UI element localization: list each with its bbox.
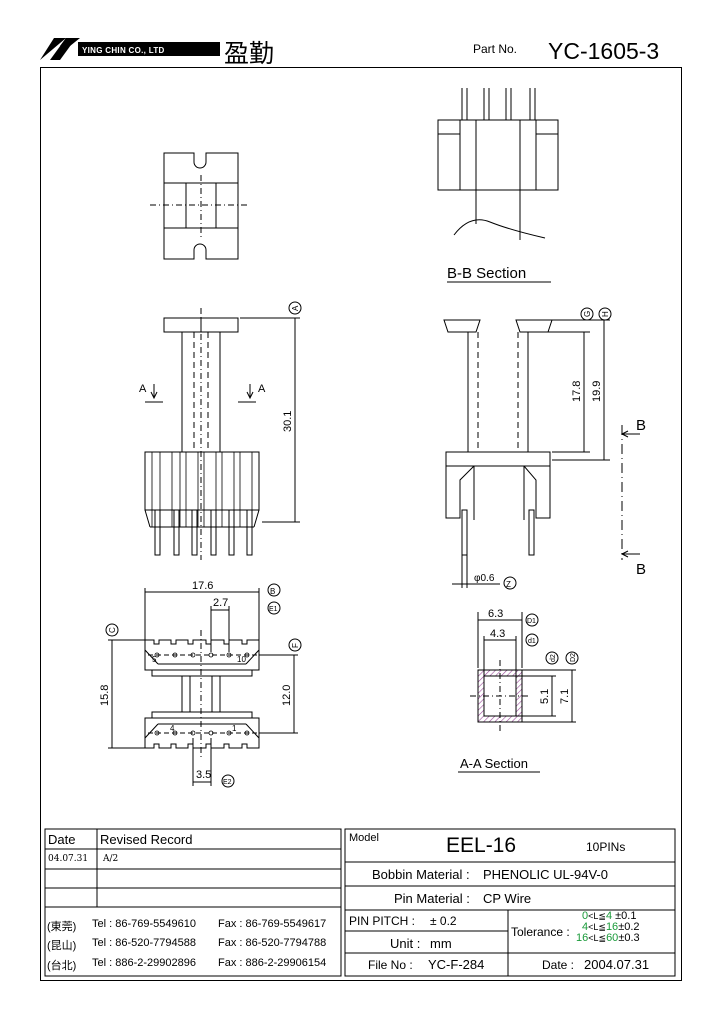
dim-3-5: 3.5 [196,769,211,781]
contact-fax-dg: Fax : 86-769-5549617 [218,918,327,930]
balloon-D1: D1 [527,618,536,625]
dim-7-1: 7.1 [559,689,571,704]
pitch-value: ± 0.2 [430,914,457,928]
dim-17-6: 17.6 [192,580,213,592]
dim-12-0: 12.0 [281,685,293,706]
contact-fax-tp: Fax : 886-2-29906154 [218,957,327,969]
front-view [144,308,260,560]
bobbin-label: Bobbin Material : [372,867,470,882]
balloon-z: Z [506,580,511,589]
pin-material-value: CP Wire [483,891,532,906]
company-name-cn: 盈勤 [224,39,275,68]
contact-tel-ks: Tel : 86-520-7794588 [92,937,196,949]
title-block-grid [44,828,676,977]
rev-row-date: 04.07.31 [48,854,89,864]
dim-5-1: 5.1 [539,689,551,704]
dim-19-9: 19.9 [591,381,603,402]
balloon-D2: D2 [570,653,577,662]
bb-section-view [437,88,559,240]
contact-city-ks: (昆山) [47,940,77,952]
dim-15-8: 15.8 [99,685,111,706]
drawing-frame [40,67,682,981]
dim-pin-dia: φ0.6 [474,573,495,584]
balloon-d1: d1 [528,638,536,645]
balloon-e1: E1 [269,606,278,613]
pitch-label: PIN PITCH : [349,914,416,928]
pin-material-label: Pin Material : [394,891,470,906]
dim-30-1: 30.1 [282,411,294,432]
pin-5: 5 [152,655,157,664]
balloon-f: F [291,643,300,648]
unit-value: mm [430,936,452,951]
balloon-a: A [291,305,300,311]
aa-section-title: A-A Section [460,756,528,771]
balloon-h: H [601,311,610,317]
dim-2-7: 2.7 [213,597,228,609]
bobbin-value: PHENOLIC UL-94V-0 [483,867,608,882]
bb-section-title: B-B Section [447,265,526,282]
balloon-d2: d2 [550,654,557,662]
cut-a-right: A [258,383,266,395]
pin-count: 10PINs [586,840,626,854]
bottom-view [144,630,260,760]
aa-section-view [470,660,530,732]
balloon-e2: E2 [223,779,232,786]
unit-label: Unit : [390,936,421,951]
contact-city-dg: (東莞) [47,921,77,933]
balloon-c: C [108,627,117,633]
company-logo-icon [40,38,220,60]
top-view [150,152,250,260]
dim-4-3: 4.3 [490,628,505,640]
cut-a-left: A [139,383,147,395]
pin-1: 1 [232,724,237,733]
rev-row-record: A/2 [103,854,119,864]
model-label: Model [349,832,379,844]
company-name-en: YING CHIN CO., LTD [82,46,165,55]
tol-row-1: 0<L≦4 ±0.1 [582,910,637,922]
contact-tel-tp: Tel : 886-2-29902896 [92,957,196,969]
rev-col-date: Date [48,832,76,847]
date-label: Date : [542,958,575,972]
side-view [443,319,553,556]
pin-10: 10 [237,655,246,664]
cut-b-bottom: B [636,561,646,578]
rev-col-record: Revised Record [100,832,193,847]
file-no-label: File No : [368,958,413,972]
part-number-label: Part No. [473,42,518,56]
model-value: EEL-16 [446,834,517,857]
balloon-b: B [270,587,275,596]
contact-city-tp: (台北) [47,960,77,972]
cut-b-top: B [636,417,646,434]
dim-6-3: 6.3 [488,608,503,620]
balloon-g: G [583,311,592,317]
pin-4: 4 [170,724,175,733]
file-no-value: YC-F-284 [428,957,485,972]
contact-tel-dg: Tel : 86-769-5549610 [92,918,196,930]
dim-17-8: 17.8 [571,381,583,402]
tolerance-label: Tolerance : [511,925,570,939]
date-value: 2004.07.31 [584,957,650,972]
tol-row-2: 4<L≦16±0.2 [582,921,640,933]
part-number: YC-1605-3 [548,38,660,64]
contact-fax-ks: Fax : 86-520-7794788 [218,937,327,949]
tol-row-3: 16<L≦60±0.3 [576,932,640,944]
